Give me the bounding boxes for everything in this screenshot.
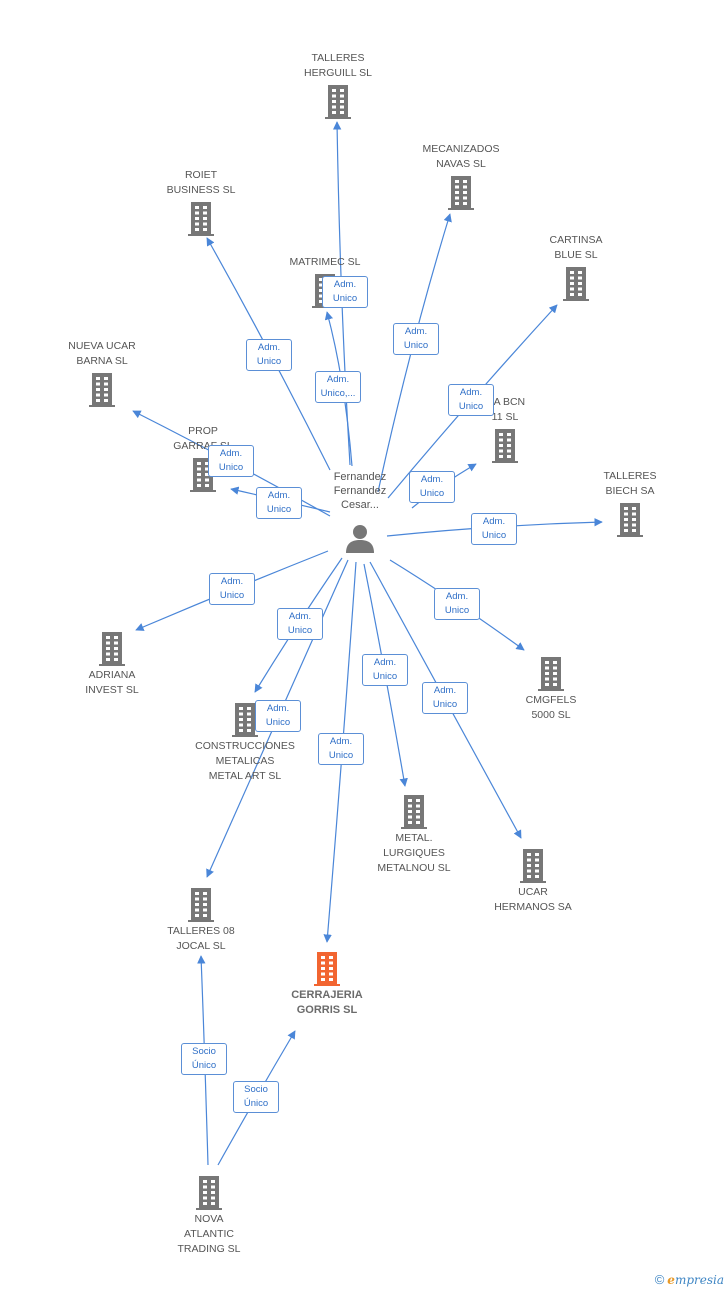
building-icon — [188, 888, 214, 922]
building-icon — [188, 202, 214, 236]
company-label[interactable]: CERRAJERIA GORRIS SL — [291, 989, 363, 1016]
edge-role-label[interactable]: Adm. Unico — [322, 276, 368, 308]
building-icon — [563, 267, 589, 301]
person-name[interactable]: Fernandez Fernandez Cesar... — [333, 471, 387, 511]
building-icon — [196, 1176, 222, 1210]
company-label[interactable]: NOVA ATLANTIC TRADING SL — [177, 1213, 241, 1255]
company-label[interactable]: METAL. LURGIQUES METALNOU SL — [377, 832, 451, 874]
company-label[interactable]: MECANIZADOS NAVAS SL — [422, 143, 500, 170]
edge-role-label[interactable]: Adm. Unico — [448, 384, 494, 416]
company-label[interactable]: NUEVA UCAR BARNA SL — [68, 340, 136, 367]
building-icon — [325, 85, 351, 119]
company-label[interactable]: CMGFELS 5000 SL — [525, 694, 577, 721]
edge-role-label[interactable]: Adm. Unico — [471, 513, 517, 545]
building-icon — [232, 703, 258, 737]
brand-logo[interactable]: empresia — [667, 1272, 724, 1287]
edge-role-label[interactable]: Adm. Unico — [256, 487, 302, 519]
company-label[interactable]: TALLERES HERGUILL SL — [304, 52, 372, 79]
company-label[interactable]: CARTINSA BLUE SL — [549, 234, 603, 261]
edge-role-label[interactable]: Adm. Unico — [362, 654, 408, 686]
company-label[interactable]: TALLERES BIECH SA — [603, 470, 657, 497]
edge-role-label[interactable]: Adm. Unico — [318, 733, 364, 765]
building-icon — [401, 795, 427, 829]
edge-role-label[interactable]: Adm. Unico — [209, 573, 255, 605]
edge-role-label[interactable]: Adm. Unico — [409, 471, 455, 503]
building-icon — [89, 373, 115, 407]
building-icon — [538, 657, 564, 691]
company-label[interactable]: ADRIANA INVEST SL — [85, 669, 139, 696]
building-icon — [492, 429, 518, 463]
company-label[interactable]: UCAR HERMANOS SA — [494, 886, 572, 913]
edge-role-label[interactable]: Adm. Unico — [246, 339, 292, 371]
building-icon — [448, 176, 474, 210]
edge-role-label[interactable]: Adm. Unico — [255, 700, 301, 732]
edge-role-label[interactable]: Adm. Unico — [393, 323, 439, 355]
copyright-symbol: © — [654, 1272, 665, 1287]
company-label[interactable]: CONSTRUCCIONES METALICAS METAL ART SL — [195, 740, 295, 782]
building-icon — [314, 952, 340, 986]
company-label[interactable]: PROP GARRAF SL — [173, 425, 233, 452]
edge-role-label[interactable]: Adm. Unico — [208, 445, 254, 477]
edge-role-label[interactable]: Adm. Unico — [277, 608, 323, 640]
building-icon — [617, 503, 643, 537]
company-label[interactable]: ROIET BUSINESS SL — [166, 169, 236, 196]
edge-role-label[interactable]: Adm. Unico — [434, 588, 480, 620]
copyright-footer: © empresia — [655, 1272, 724, 1287]
edge-role-label[interactable]: Socio Único — [181, 1043, 227, 1075]
company-label[interactable]: MATRIMEC SL — [289, 256, 361, 268]
person-icon — [346, 525, 374, 553]
edge-role-label[interactable]: Adm. Unico,... — [315, 371, 361, 403]
building-icon — [99, 632, 125, 666]
edge-role-label[interactable]: Adm. Unico — [422, 682, 468, 714]
edge-role-label[interactable]: Socio Único — [233, 1081, 279, 1113]
company-label[interactable]: TALLERES 08 JOCAL SL — [167, 925, 235, 952]
building-icon — [520, 849, 546, 883]
